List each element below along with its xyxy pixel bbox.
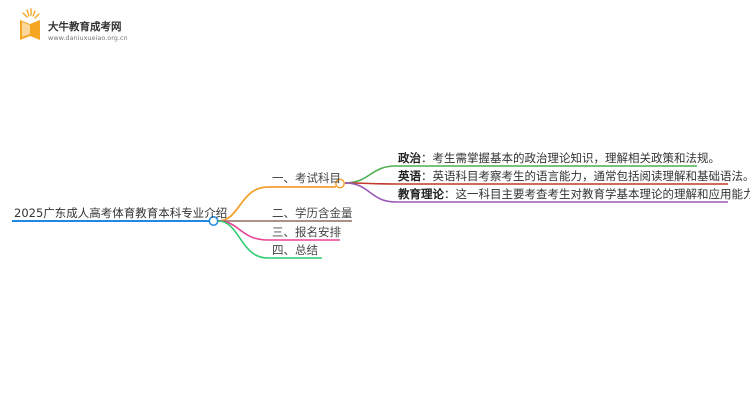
branch-node-3[interactable]: 三、报名安排 xyxy=(272,225,341,239)
brand-name: 大牛教育成考网 xyxy=(48,20,122,33)
leaf-node-1[interactable]: 政治：考生需掌握基本的政治理论知识，理解相关政策和法规。 xyxy=(398,151,720,165)
book-icon xyxy=(20,8,40,40)
connector-leaf-3 xyxy=(344,182,397,203)
brand-logo: 大牛教育成考网 www.daniuxueiao.org.cn xyxy=(20,8,128,42)
branch-node-1[interactable]: 一、考试科目 xyxy=(272,171,341,185)
leaf-3-desc: ：这一科目主要考查考生对教育学基本理论的理解和应用能力。 xyxy=(444,187,750,201)
leaf-1-key: 政治 xyxy=(398,151,421,165)
root-collapse-toggle[interactable] xyxy=(208,216,219,226)
branch-node-4[interactable]: 四、总结 xyxy=(272,243,318,257)
connector-branch-3 xyxy=(217,220,269,241)
root-node[interactable]: 2025广东成人高考体育教育本科专业介绍 xyxy=(14,206,227,220)
leaf-node-3[interactable]: 教育理论：这一科目主要考查考生对教育学基本理论的理解和应用能力。 xyxy=(397,187,750,201)
leaf-1-desc: ：考生需掌握基本的政治理论知识，理解相关政策和法规。 xyxy=(421,151,720,165)
connector-branch-4 xyxy=(217,220,269,259)
branch-node-2[interactable]: 二、学历含金量 xyxy=(272,206,353,220)
connector-branch-1 xyxy=(217,186,269,222)
connectors xyxy=(12,165,728,259)
leaf-3-key: 教育理论 xyxy=(397,187,444,201)
leaf-node-2[interactable]: 英语：英语科目考察考生的语言能力，通常包括阅读理解和基础语法。 xyxy=(397,169,750,183)
leaf-2-desc: ：英语科目考察考生的语言能力，通常包括阅读理解和基础语法。 xyxy=(421,169,750,183)
brand-url: www.daniuxueiao.org.cn xyxy=(48,34,128,42)
branch-1-collapse-toggle[interactable] xyxy=(335,178,345,189)
connector-leaf-1 xyxy=(344,165,397,184)
leaf-2-key: 英语 xyxy=(397,169,421,183)
